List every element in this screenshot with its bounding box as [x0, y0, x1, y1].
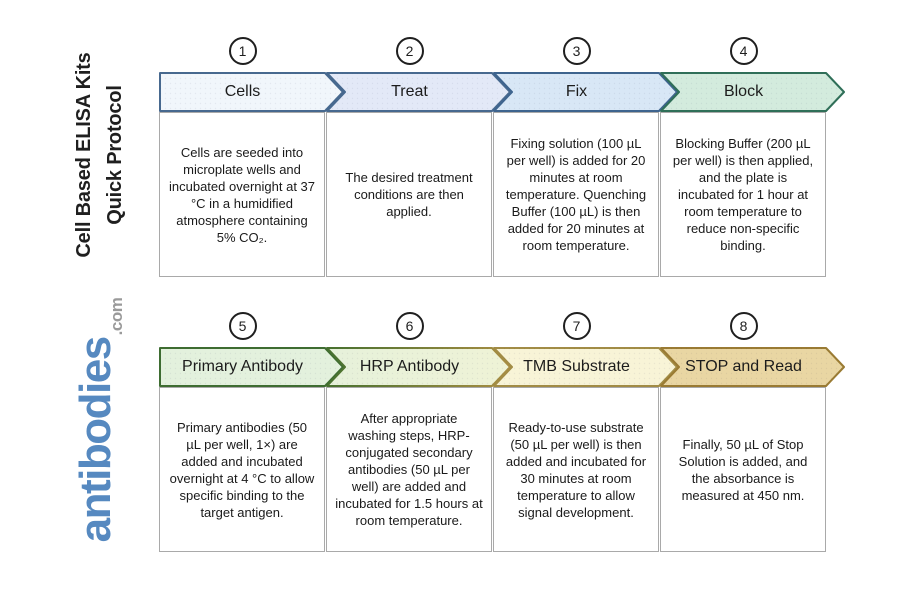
- step-number: 1: [238, 43, 247, 59]
- step-number: 5: [238, 318, 247, 334]
- logo-brand-text: antibodies: [71, 337, 120, 543]
- chevron-arrow: [326, 72, 511, 112]
- step-number-badge: 6: [395, 312, 424, 340]
- step-hrp-antibody: 6 HRP Antibody After appropriate washing…: [326, 312, 511, 557]
- step-description: Ready-to-use substrate (50 µL per well) …: [505, 419, 647, 520]
- chevron-arrow: [660, 347, 845, 387]
- step-description: Cells are seeded into microplate wells a…: [169, 144, 315, 245]
- step-description: Finally, 50 µL of Stop Solution is added…: [678, 436, 808, 503]
- step-block: 4 Block Blocking Buffer (200 µL per well…: [660, 37, 845, 282]
- chevron-arrow: [159, 347, 344, 387]
- step-description-box: After appropriate washing steps, HRP-con…: [326, 387, 492, 552]
- step-cells: 1 Cells Cells are seeded into microplate…: [159, 37, 344, 282]
- step-description: After appropriate washing steps, HRP-con…: [335, 411, 483, 528]
- step-label: Treat: [391, 83, 428, 100]
- step-number-badge: 4: [729, 37, 758, 65]
- step-number-badge: 1: [228, 37, 257, 65]
- logo-tld-text: .com: [107, 297, 126, 336]
- step-label: Fix: [565, 83, 588, 100]
- step-number-badge: 8: [729, 312, 758, 340]
- step-label: HRP Antibody: [359, 358, 460, 375]
- step-label: Cells: [224, 83, 261, 100]
- step-description: Blocking Buffer (200 µL per well) is the…: [672, 136, 814, 253]
- step-label: STOP and Read: [685, 358, 802, 375]
- step-number: 6: [405, 318, 414, 334]
- step-label: Block: [723, 83, 764, 100]
- step-fix: 3 Fix Fixing solution (100 µL per well) …: [493, 37, 678, 282]
- step-number: 4: [739, 43, 748, 59]
- step-tmb-substrate: 7 TMB Substrate Ready-to-use substrate (…: [493, 312, 678, 557]
- step-label: Primary Antibody: [182, 358, 303, 375]
- step-number: 7: [572, 318, 581, 334]
- chevron-arrow: [493, 72, 678, 112]
- chevron-arrow: [326, 347, 511, 387]
- step-description-box: Primary antibodies (50 µL per well, 1×) …: [159, 387, 325, 552]
- step-description: Fixing solution (100 µL per well) is add…: [505, 136, 647, 253]
- chevron-arrow: [660, 72, 845, 112]
- step-treat: 2 Treat The desired treatment conditions…: [326, 37, 511, 282]
- step-stop-and-read: 8 STOP and Read Finally, 50 µL of Stop S…: [660, 312, 845, 557]
- step-number: 2: [405, 43, 414, 59]
- protocol-row-2: 5 Primary Antibody Primary antibodies (5…: [159, 312, 859, 557]
- protocol-row-1: 1 Cells Cells are seeded into microplate…: [159, 37, 859, 282]
- step-description-box: The desired treatment conditions are the…: [326, 112, 492, 277]
- step-description-box: Fixing solution (100 µL per well) is add…: [493, 112, 659, 277]
- antibodies-logo: antibodies.com: [71, 260, 126, 580]
- step-description-box: Finally, 50 µL of Stop Solution is added…: [660, 387, 826, 552]
- step-number: 3: [572, 43, 581, 59]
- step-number-badge: 3: [562, 37, 591, 65]
- chevron-arrow: [493, 347, 678, 387]
- step-description: Primary antibodies (50 µL per well, 1×) …: [169, 419, 315, 520]
- step-number-badge: 2: [395, 37, 424, 65]
- step-number-badge: 5: [228, 312, 257, 340]
- step-primary-antibody: 5 Primary Antibody Primary antibodies (5…: [159, 312, 344, 557]
- step-number-badge: 7: [562, 312, 591, 340]
- step-description-box: Blocking Buffer (200 µL per well) is the…: [660, 112, 826, 277]
- step-description-box: Ready-to-use substrate (50 µL per well) …: [493, 387, 659, 552]
- step-description: The desired treatment conditions are the…: [345, 170, 473, 219]
- step-label: TMB Substrate: [523, 358, 630, 375]
- chevron-arrow: [159, 72, 344, 112]
- step-number: 8: [739, 318, 748, 334]
- step-description-box: Cells are seeded into microplate wells a…: [159, 112, 325, 277]
